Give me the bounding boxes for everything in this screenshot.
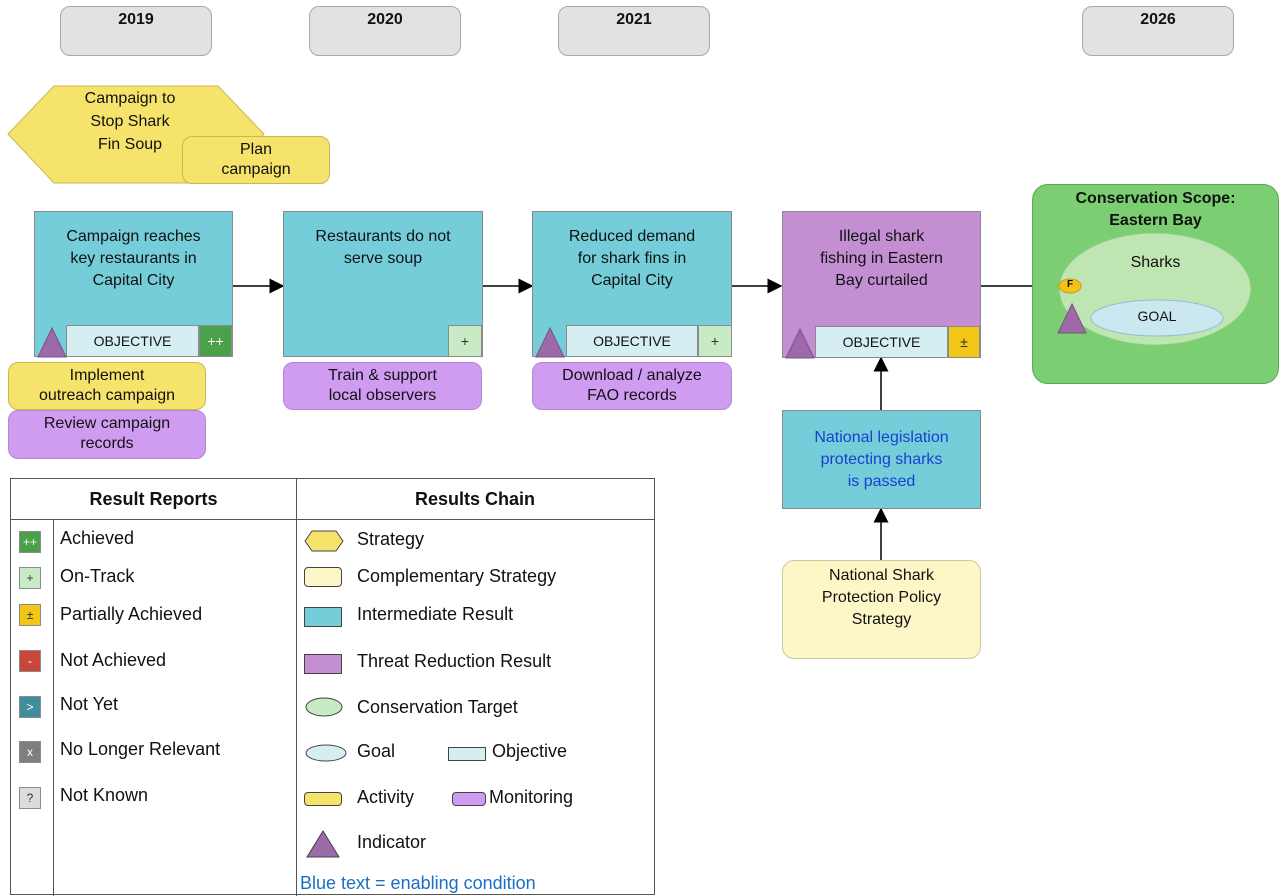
legend-label-no-longer-relevant: No Longer Relevant xyxy=(60,739,221,759)
monitoring-line: local observers xyxy=(328,387,437,404)
strategy-line: Stop Shark xyxy=(90,113,170,130)
year-2019: 2019 xyxy=(60,6,212,56)
result-text: Illegal shark fishing in Eastern Bay cur… xyxy=(820,228,943,289)
legend-label-objective: Objective xyxy=(492,741,568,761)
indicator-triangle-icon[interactable] xyxy=(1056,302,1088,334)
strategy-label: Campaign to Stop Shark Fin Soup xyxy=(50,87,210,156)
legend-label-threat: Threat Reduction Result xyxy=(357,651,552,671)
legend-label-target: Conservation Target xyxy=(357,697,518,717)
legend-objective-icon xyxy=(448,747,486,761)
goal-ellipse[interactable] xyxy=(1090,299,1224,337)
badge-on-track: + xyxy=(698,325,732,357)
activity-line: campaign xyxy=(221,161,291,178)
legend-threat-icon xyxy=(304,654,342,674)
legend-badge-not-known: ? xyxy=(19,787,41,809)
legend-label-complementary: Complementary Strategy xyxy=(357,566,557,586)
year-2021: 2021 xyxy=(558,6,710,56)
activity-plan-campaign[interactable]: Plan campaign xyxy=(182,136,330,184)
indicator-triangle-icon[interactable] xyxy=(784,327,816,359)
enabling-condition-legislation[interactable]: National legislation protecting sharks i… xyxy=(782,410,981,509)
legend-target-icon xyxy=(305,697,343,717)
legend-enabling-note: Blue text = enabling condition xyxy=(300,873,536,893)
legend-badge-partially-achieved: ± xyxy=(19,604,41,626)
objective-box[interactable]: OBJECTIVE xyxy=(66,325,199,357)
legend-intermediate-icon xyxy=(304,607,342,627)
monitoring-line: records xyxy=(80,435,134,452)
scope-title: Conservation Scope: Eastern Bay xyxy=(1075,190,1236,229)
factor-marker-icon xyxy=(1058,278,1082,294)
factor-marker-label: F xyxy=(1066,279,1074,290)
legend-label-monitoring: Monitoring xyxy=(489,787,574,807)
monitoring-fao-records[interactable]: Download / analyze FAO records xyxy=(532,362,732,410)
legend-label-indicator: Indicator xyxy=(357,832,427,852)
activity-line: Implement xyxy=(69,367,145,384)
legend-results-chain-header: Results Chain xyxy=(414,489,536,509)
legend-label-goal: Goal xyxy=(357,741,396,761)
legend-label-activity: Activity xyxy=(357,787,415,807)
legend-label-strategy: Strategy xyxy=(357,529,425,549)
monitoring-line: FAO records xyxy=(587,387,677,404)
result-text: Reduced demand for shark fins in Capital… xyxy=(568,228,696,289)
monitoring-line: Train & support xyxy=(328,367,437,384)
legend-strategy-icon xyxy=(304,530,344,552)
legend-badge-not-yet: > xyxy=(19,696,41,718)
legend-activity-icon xyxy=(304,792,342,806)
enabling-text: National legislation protecting sharks i… xyxy=(814,429,949,490)
legend-label-intermediate: Intermediate Result xyxy=(357,604,514,624)
legend-goal-icon xyxy=(305,744,347,762)
legend-badge-achieved: ++ xyxy=(19,531,41,553)
strategy-line: Campaign to xyxy=(84,90,176,107)
legend-result-reports-header: Result Reports xyxy=(89,489,218,509)
strategy-line: Fin Soup xyxy=(97,136,163,153)
legend-label-not-known: Not Known xyxy=(60,785,149,805)
legend-header-divider xyxy=(11,519,654,520)
badge-partially-achieved: ± xyxy=(948,326,980,358)
badge-on-track: + xyxy=(448,325,482,357)
monitoring-train-observers[interactable]: Train & support local observers xyxy=(283,362,482,410)
badge-achieved: ++ xyxy=(199,325,232,357)
goal-label: GOAL xyxy=(1137,308,1177,324)
legend-label-achieved: Achieved xyxy=(60,528,135,548)
result-text: Restaurants do not serve soup xyxy=(315,228,451,267)
legend-monitoring-icon xyxy=(452,792,486,806)
indicator-triangle-icon[interactable] xyxy=(36,326,68,358)
legend-label-not-yet: Not Yet xyxy=(60,694,119,714)
target-label: Sharks xyxy=(1130,254,1181,271)
legend-symbol-divider xyxy=(53,519,54,896)
legend-column-divider xyxy=(296,479,297,896)
year-2020: 2020 xyxy=(309,6,461,56)
legend-label-on-track: On-Track xyxy=(60,566,135,586)
monitoring-line: Download / analyze xyxy=(562,367,702,384)
legend-indicator-icon xyxy=(306,830,340,858)
monitoring-review-campaign-records[interactable]: Review campaign records xyxy=(8,410,206,459)
complementary-text: National Shark Protection Policy Strateg… xyxy=(821,567,942,628)
monitoring-line: Review campaign xyxy=(43,415,171,432)
activity-line: outreach campaign xyxy=(38,387,176,404)
legend-badge-on-track: + xyxy=(19,567,41,589)
complementary-strategy-policy[interactable]: National Shark Protection Policy Strateg… xyxy=(782,560,981,659)
activity-implement-outreach[interactable]: Implement outreach campaign xyxy=(8,362,206,410)
legend-badge-no-longer-relevant: x xyxy=(19,741,41,763)
result-text: Campaign reaches key restaurants in Capi… xyxy=(66,228,201,289)
activity-line: Plan xyxy=(239,141,273,158)
objective-box[interactable]: OBJECTIVE xyxy=(566,325,698,357)
indicator-triangle-icon[interactable] xyxy=(534,326,566,358)
legend-table: Result Reports Results Chain xyxy=(10,478,655,896)
year-2026: 2026 xyxy=(1082,6,1234,56)
legend-label-partially-achieved: Partially Achieved xyxy=(60,604,203,624)
legend-label-not-achieved: Not Achieved xyxy=(60,650,167,670)
legend-badge-not-achieved: - xyxy=(19,650,41,672)
legend-complementary-icon xyxy=(304,567,342,587)
objective-box[interactable]: OBJECTIVE xyxy=(815,326,948,358)
